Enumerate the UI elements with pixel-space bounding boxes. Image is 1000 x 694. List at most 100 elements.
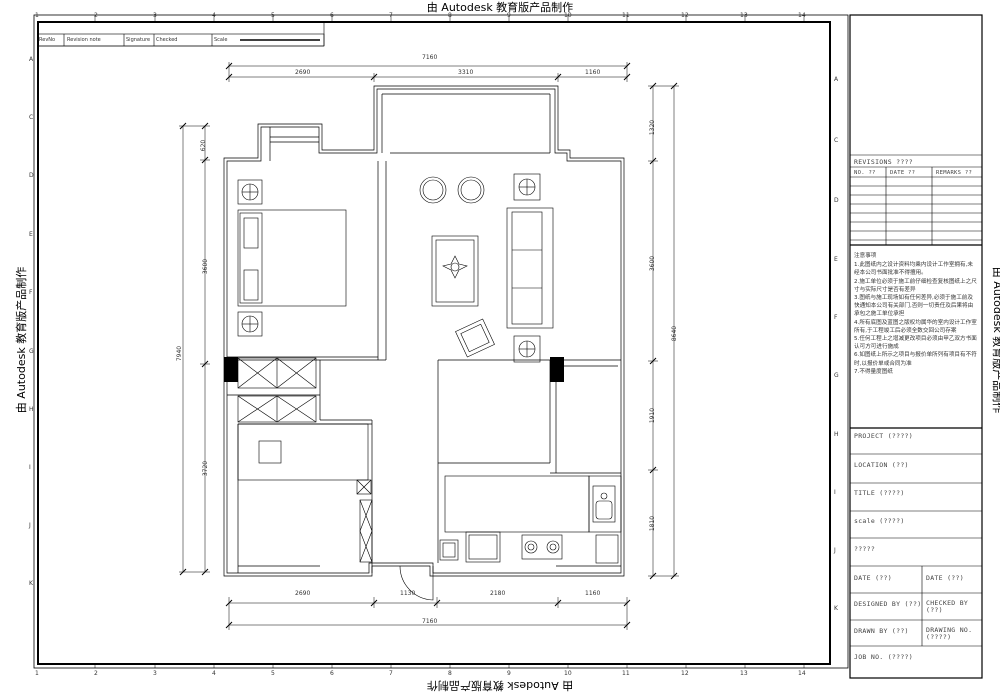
note-item: 3.图纸与施工现场如有任何差异,必须于施工前及快通知本公司有关部门,否则一切责任… bbox=[854, 295, 974, 318]
signature-label: Signature bbox=[126, 37, 151, 43]
grid-col-label: 3 bbox=[153, 670, 157, 677]
watermark-right: 由 Autodesk 教育版产品制作 bbox=[991, 267, 1000, 414]
dim-right-c: 1910 bbox=[649, 407, 657, 424]
grid-col-label: 8 bbox=[448, 12, 452, 19]
dim-left-c: 3720 bbox=[202, 460, 210, 477]
grid-row-label: E bbox=[834, 256, 838, 263]
notes-title: 注意事项 bbox=[854, 253, 877, 259]
grid-col-label: 10 bbox=[564, 670, 572, 677]
note-item: 7.不得量度图纸 bbox=[854, 368, 893, 375]
grid-row-label: A bbox=[834, 76, 839, 83]
grid-col-label: 12 bbox=[681, 670, 689, 677]
job-no-label: JOB NO. (????) bbox=[854, 653, 913, 661]
grid-col-label: 11 bbox=[622, 12, 630, 19]
grid-col-label: 8 bbox=[448, 670, 452, 677]
grid-col-label: 7 bbox=[389, 670, 393, 677]
dim-bottom-a: 2690 bbox=[295, 590, 311, 597]
watermark-left: 由 Autodesk 教育版产品制作 bbox=[15, 266, 29, 414]
note-item: 1.此图纸内之设计资料均乘内设计工作室拥有,未经本公司书面批准不得擅用。 bbox=[854, 262, 973, 277]
dim-right-a: 1320 bbox=[649, 119, 657, 136]
grid-row-label: J bbox=[834, 547, 836, 554]
grid-col-label: 12 bbox=[681, 12, 689, 19]
grid-col-label: 4 bbox=[212, 670, 216, 677]
designed-by-label: DESIGNED BY (??) bbox=[854, 600, 922, 608]
grid-col-label: 1 bbox=[35, 670, 39, 677]
checked-by-label: CHECKED BY (??) bbox=[926, 599, 969, 614]
date-field-2: DATE (??) bbox=[926, 574, 964, 582]
checked-label: Checked bbox=[156, 37, 178, 43]
dim-bottom-c: 2180 bbox=[490, 590, 506, 597]
location-label: LOCATION (??) bbox=[854, 461, 909, 469]
grid-col-label: 14 bbox=[798, 12, 806, 19]
grid-col-label: 14 bbox=[798, 670, 806, 677]
dim-bottom-b: 1130 bbox=[400, 590, 416, 597]
grid-col-label: 2 bbox=[94, 670, 98, 677]
dim-left-total: 7940 bbox=[176, 345, 184, 362]
dim-top-total: 7160 bbox=[422, 54, 438, 61]
dim-bottom-d: 1160 bbox=[585, 590, 601, 597]
grid-col-label: 9 bbox=[507, 670, 511, 677]
grid-row-label: G bbox=[834, 372, 839, 379]
notes-block: 注意事项 1.此图纸内之设计资料均乘内设计工作室拥有,未经本公司书面批准不得擅用… bbox=[854, 252, 978, 376]
grid-row-label: K bbox=[29, 580, 33, 587]
drawing-no-label: DRAWING NO. (????) bbox=[926, 626, 973, 641]
dim-right-total: 8640 bbox=[671, 325, 679, 342]
dim-top-a: 2690 bbox=[295, 69, 311, 76]
date-field-1: DATE (??) bbox=[854, 574, 892, 582]
grid-col-label: 13 bbox=[740, 12, 748, 19]
grid-col-label: 2 bbox=[94, 12, 98, 19]
revisions-label: REVISIONS ???? bbox=[854, 158, 913, 166]
grid-row-label: D bbox=[29, 172, 34, 179]
grid-col-label: 13 bbox=[740, 670, 748, 677]
date-col-label: DATE ?? bbox=[890, 170, 916, 176]
grid-col-label: 5 bbox=[271, 12, 275, 19]
grid-row-label: I bbox=[29, 464, 31, 471]
scale-label: Scale bbox=[214, 37, 228, 43]
grid-col-label: 10 bbox=[564, 12, 572, 19]
drawn-by-label: DRAWN BY (??) bbox=[854, 627, 909, 635]
grid-col-label: 6 bbox=[330, 670, 334, 677]
watermark-top: 由 Autodesk 教育版产品制作 bbox=[426, 1, 574, 14]
scale-field-label: scale (????) bbox=[854, 517, 905, 525]
grid-row-label: C bbox=[29, 114, 34, 121]
grid-col-label: 1 bbox=[35, 12, 39, 19]
grid-col-label: 6 bbox=[330, 12, 334, 19]
no-label: NO. ?? bbox=[854, 170, 876, 176]
dim-right-b: 3600 bbox=[649, 255, 657, 272]
dim-top-c: 1160 bbox=[585, 69, 601, 76]
note-item: 2.施工单位必须于施工前仔细检查复核图纸上之尺寸与实际尺寸是否有差异 bbox=[854, 278, 977, 293]
watermark-bottom: 由 Autodesk 教育版产品制作 bbox=[426, 679, 574, 692]
grid-row-label: E bbox=[29, 231, 33, 238]
rev-note-label: Revision note bbox=[67, 37, 101, 43]
grid-row-label: A bbox=[29, 56, 34, 63]
grid-col-label: 7 bbox=[389, 12, 393, 19]
grid-row-label: K bbox=[834, 605, 838, 612]
dim-bottom-total: 7160 bbox=[422, 618, 438, 625]
dim-top-b: 3310 bbox=[458, 69, 474, 76]
dim-left-b: 3600 bbox=[202, 258, 210, 275]
grid-col-label: 5 bbox=[271, 670, 275, 677]
grid-row-label: H bbox=[29, 406, 34, 413]
grid-row-label: F bbox=[29, 289, 33, 296]
grid-row-label: I bbox=[834, 489, 836, 496]
note-item: 5.任何工程上之增减更改项目必须由甲乙双方书面认可方可进行施成 bbox=[854, 336, 977, 351]
project-label: PROJECT (????) bbox=[854, 432, 913, 440]
grid-col-label: 4 bbox=[212, 12, 216, 19]
dim-right-d: 1810 bbox=[649, 515, 657, 532]
grid-row-label: C bbox=[834, 137, 839, 144]
note-item: 6.如图纸上所示之项目与报价单所列有项目有不符时,以报价单或合同为准 bbox=[854, 352, 977, 367]
dim-left-a: 620 bbox=[200, 139, 208, 152]
grid-row-label: G bbox=[29, 348, 34, 355]
grid-row-label: H bbox=[834, 431, 839, 438]
title-label: TITLE (????) bbox=[854, 489, 905, 497]
grid-row-label: J bbox=[29, 522, 31, 529]
grid-col-label: 9 bbox=[507, 12, 511, 19]
grid-col-label: 3 bbox=[153, 12, 157, 19]
grid-col-label: 11 bbox=[622, 670, 630, 677]
remarks-label: REMARKS ?? bbox=[936, 170, 973, 176]
grid-row-label: F bbox=[834, 314, 838, 321]
note-item: 4.所有底图及蓝图之版权均属华的室内设计工作室所有,于工程竣工后必须全数交回公司… bbox=[854, 319, 977, 334]
blank-field-label: ????? bbox=[854, 545, 876, 553]
rev-no-label: RevNo bbox=[39, 37, 56, 43]
